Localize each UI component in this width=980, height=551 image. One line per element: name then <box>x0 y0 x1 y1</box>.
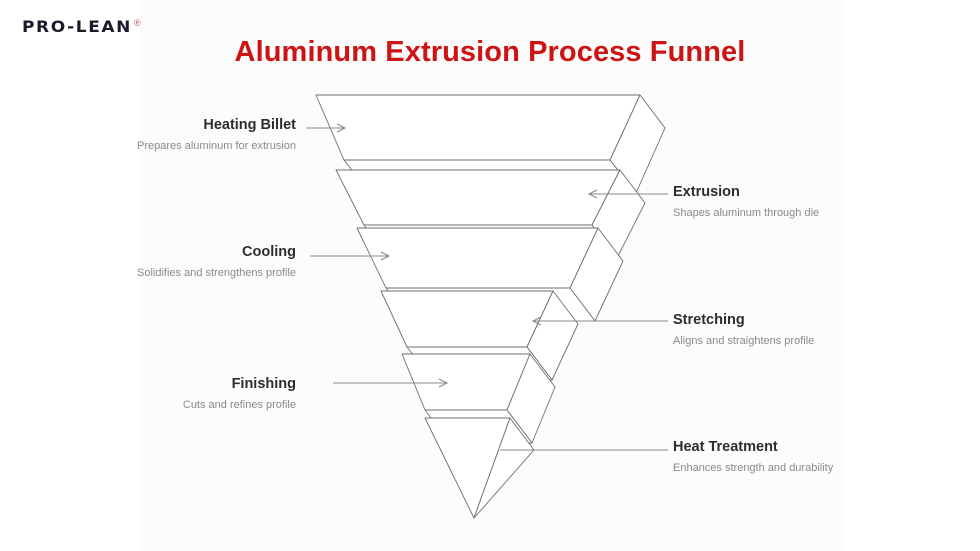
brand-logo-text: PRO-LEAN <box>22 18 133 37</box>
stage-title: Cooling <box>242 244 296 260</box>
stage-title: Finishing <box>231 376 296 392</box>
stage-label-stretching[interactable]: Stretching Aligns and straightens profil… <box>673 311 851 349</box>
stage-description: Prepares aluminum for extrusion <box>137 140 296 153</box>
stage-description: Cuts and refines profile <box>182 399 296 412</box>
stage-label-heating-billet[interactable]: Heating Billet Prepares aluminum for ext… <box>104 116 296 154</box>
funnel-band-6-side-face <box>473 417 535 519</box>
page-title: Aluminum Extrusion Process Funnel <box>234 36 746 68</box>
funnel-connectors <box>306 123 668 451</box>
stage-title: Extrusion <box>673 184 740 200</box>
arrow-left-icon-stage-4 <box>531 316 542 326</box>
stage-label-heat-treatment[interactable]: Heat Treatment Enhances strength and dur… <box>673 438 851 476</box>
arrow-left-icon-stage-2 <box>587 189 598 199</box>
funnel-band-2-top-face <box>335 169 621 226</box>
stage-description: Aligns and straightens profile <box>673 335 815 348</box>
stage-title: Heating Billet <box>203 117 296 133</box>
stage-label-cooling[interactable]: Cooling Solidifies and strengthens profi… <box>104 243 296 281</box>
stage-title: Stretching <box>673 312 745 328</box>
funnel-band-1-top-face <box>315 94 641 161</box>
stage-label-extrusion[interactable]: Extrusion Shapes aluminum through die <box>673 183 851 221</box>
arrow-right-icon-stage-5 <box>438 378 449 388</box>
funnel-band-4-top-face <box>380 290 554 348</box>
stage-description: Solidifies and strengthens profile <box>137 267 296 280</box>
stage-description: Shapes aluminum through die <box>673 207 820 220</box>
funnel-band-3-top-face <box>356 227 599 289</box>
brand-logo[interactable]: PRO-LEAN ® <box>22 18 141 37</box>
funnel-bands <box>315 94 666 519</box>
stage-title: Heat Treatment <box>673 439 778 455</box>
arrow-right-icon-stage-3 <box>380 251 391 261</box>
stage-label-finishing[interactable]: Finishing Cuts and refines profile <box>104 375 296 413</box>
stage-description: Enhances strength and durability <box>673 462 834 475</box>
registered-trademark-icon: ® <box>134 18 141 28</box>
arrow-right-icon-stage-1 <box>336 123 347 133</box>
